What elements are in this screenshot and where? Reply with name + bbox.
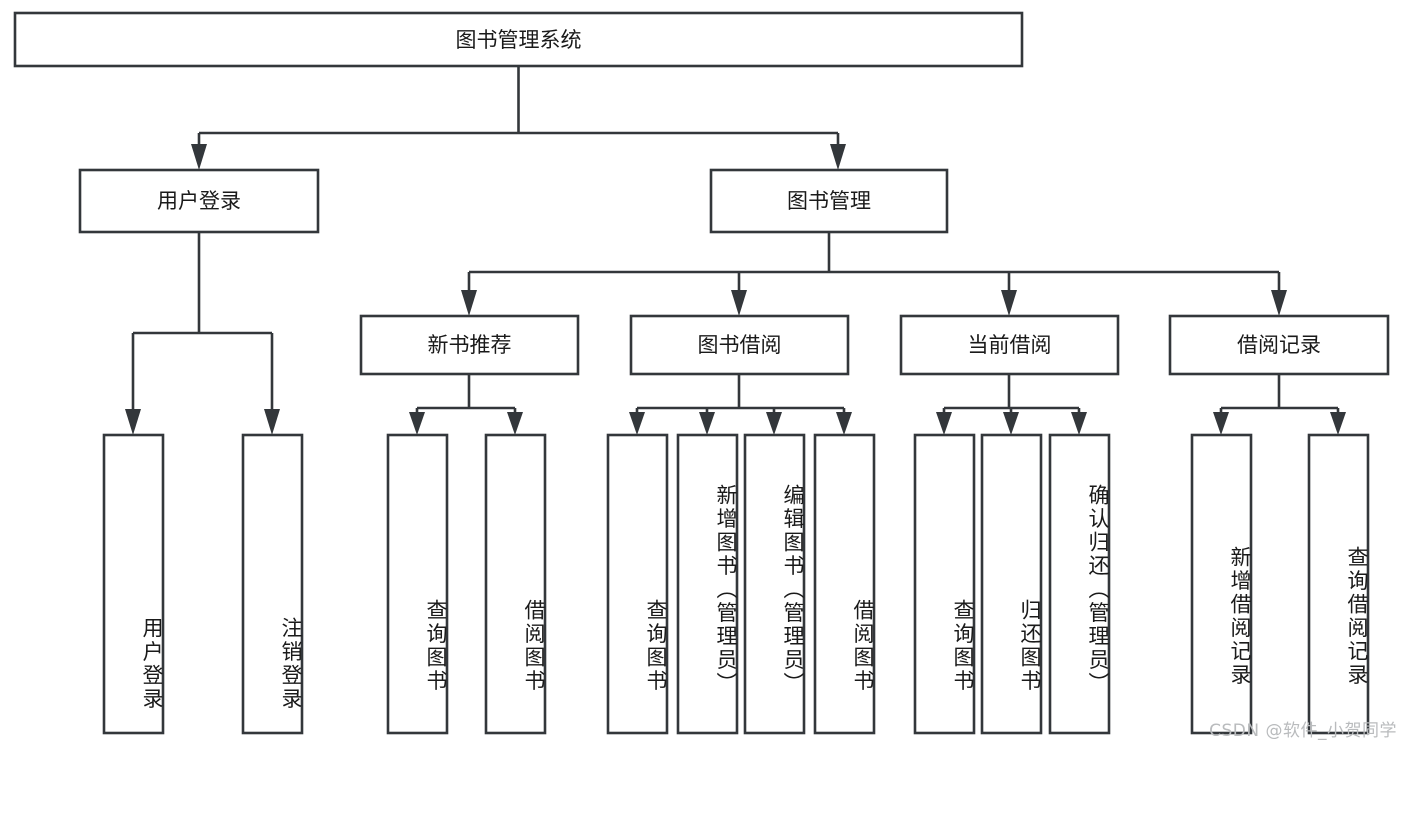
node-borrow-record[interactable]: 借阅记录 [1168,314,1390,376]
connector-bookmanage-to-level3 [461,232,1287,316]
leaf-label-confirm-return: 确认归还（管理员） [1086,484,1110,696]
leaf-box-add-book[interactable] [676,433,739,735]
node-book-manage-label: 图书管理 [787,189,871,213]
leaf-label-query-record: 查询借阅记录 [1345,545,1369,687]
diagram-canvas: 图书管理系统 用户登录 图书管理 新书推荐 图书借阅 当前借阅 借阅记录 [13,11,1397,741]
leaf-box-add-record[interactable] [1190,433,1253,735]
leaf-label-add-record: 新增借阅记录 [1228,545,1252,687]
leaf-box-query-book-2[interactable] [606,433,669,735]
leaf-label-add-book: 新增图书（管理员） [714,484,738,696]
leaf-box-edit-book[interactable] [743,433,806,735]
node-current-borrow-label: 当前借阅 [968,333,1052,357]
leaf-label-query-book-1: 查询图书 [424,599,448,693]
node-root-box [13,11,1024,68]
node-borrow-record-label: 借阅记录 [1237,333,1321,357]
node-current-borrow-box [899,314,1120,376]
leaf-box-query-book-3[interactable] [913,433,976,735]
node-book-manage[interactable]: 图书管理 [709,168,949,234]
leaf-label-borrow-book-2: 借阅图书 [851,599,875,693]
connector-newbook-to-leaves [409,374,523,435]
node-root-label: 图书管理系统 [456,28,582,52]
connector-userlogin-to-leaves [125,232,280,435]
node-current-borrow[interactable]: 当前借阅 [899,314,1120,376]
leaf-box-confirm-return[interactable] [1048,433,1111,735]
node-book-manage-box [709,168,949,234]
node-borrow-record-box [1168,314,1390,376]
node-root[interactable]: 图书管理系统 [13,11,1024,68]
leaf-box-user-login[interactable] [102,433,165,735]
node-new-book-rec-label: 新书推荐 [428,333,512,357]
leaf-box-borrow-book-1[interactable] [484,433,547,735]
connector-root-to-level2 [191,66,846,170]
node-user-login-label: 用户登录 [157,189,241,213]
leaf-box-borrow-book-2[interactable] [813,433,876,735]
node-user-login[interactable]: 用户登录 [78,168,320,234]
connector-bookborrow-to-leaves [629,374,852,435]
node-user-login-box [78,168,320,234]
node-book-borrow[interactable]: 图书借阅 [629,314,850,376]
leaf-label-return-book: 归还图书 [1018,599,1042,693]
leaf-label-query-book-3: 查询图书 [951,599,975,693]
leaf-boxes [102,433,1370,735]
diagram-svg: 图书管理系统 用户登录 图书管理 新书推荐 图书借阅 当前借阅 借阅记录 [13,11,1390,735]
leaf-label-user-logout: 注销登录 [279,617,303,711]
leaf-box-user-logout[interactable] [241,433,304,735]
node-book-borrow-box [629,314,850,376]
leaf-label-query-book-2: 查询图书 [644,599,668,693]
leaf-box-query-book-1[interactable] [386,433,449,735]
node-book-borrow-label: 图书借阅 [698,333,782,357]
node-new-book-rec-box [359,314,580,376]
connector-borrowrecord-to-leaves [1213,374,1346,435]
leaf-label-edit-book: 编辑图书（管理员） [781,484,805,696]
node-new-book-rec[interactable]: 新书推荐 [359,314,580,376]
leaf-box-query-record[interactable] [1307,433,1370,735]
leaf-label-borrow-book-1: 借阅图书 [522,599,546,693]
leaf-box-return-book[interactable] [980,433,1043,735]
leaf-label-user-login: 用户登录 [140,617,164,711]
connector-currentborrow-to-leaves [936,374,1087,435]
csdn-watermark: CSDN @软件_小贺同学 [1209,721,1397,741]
